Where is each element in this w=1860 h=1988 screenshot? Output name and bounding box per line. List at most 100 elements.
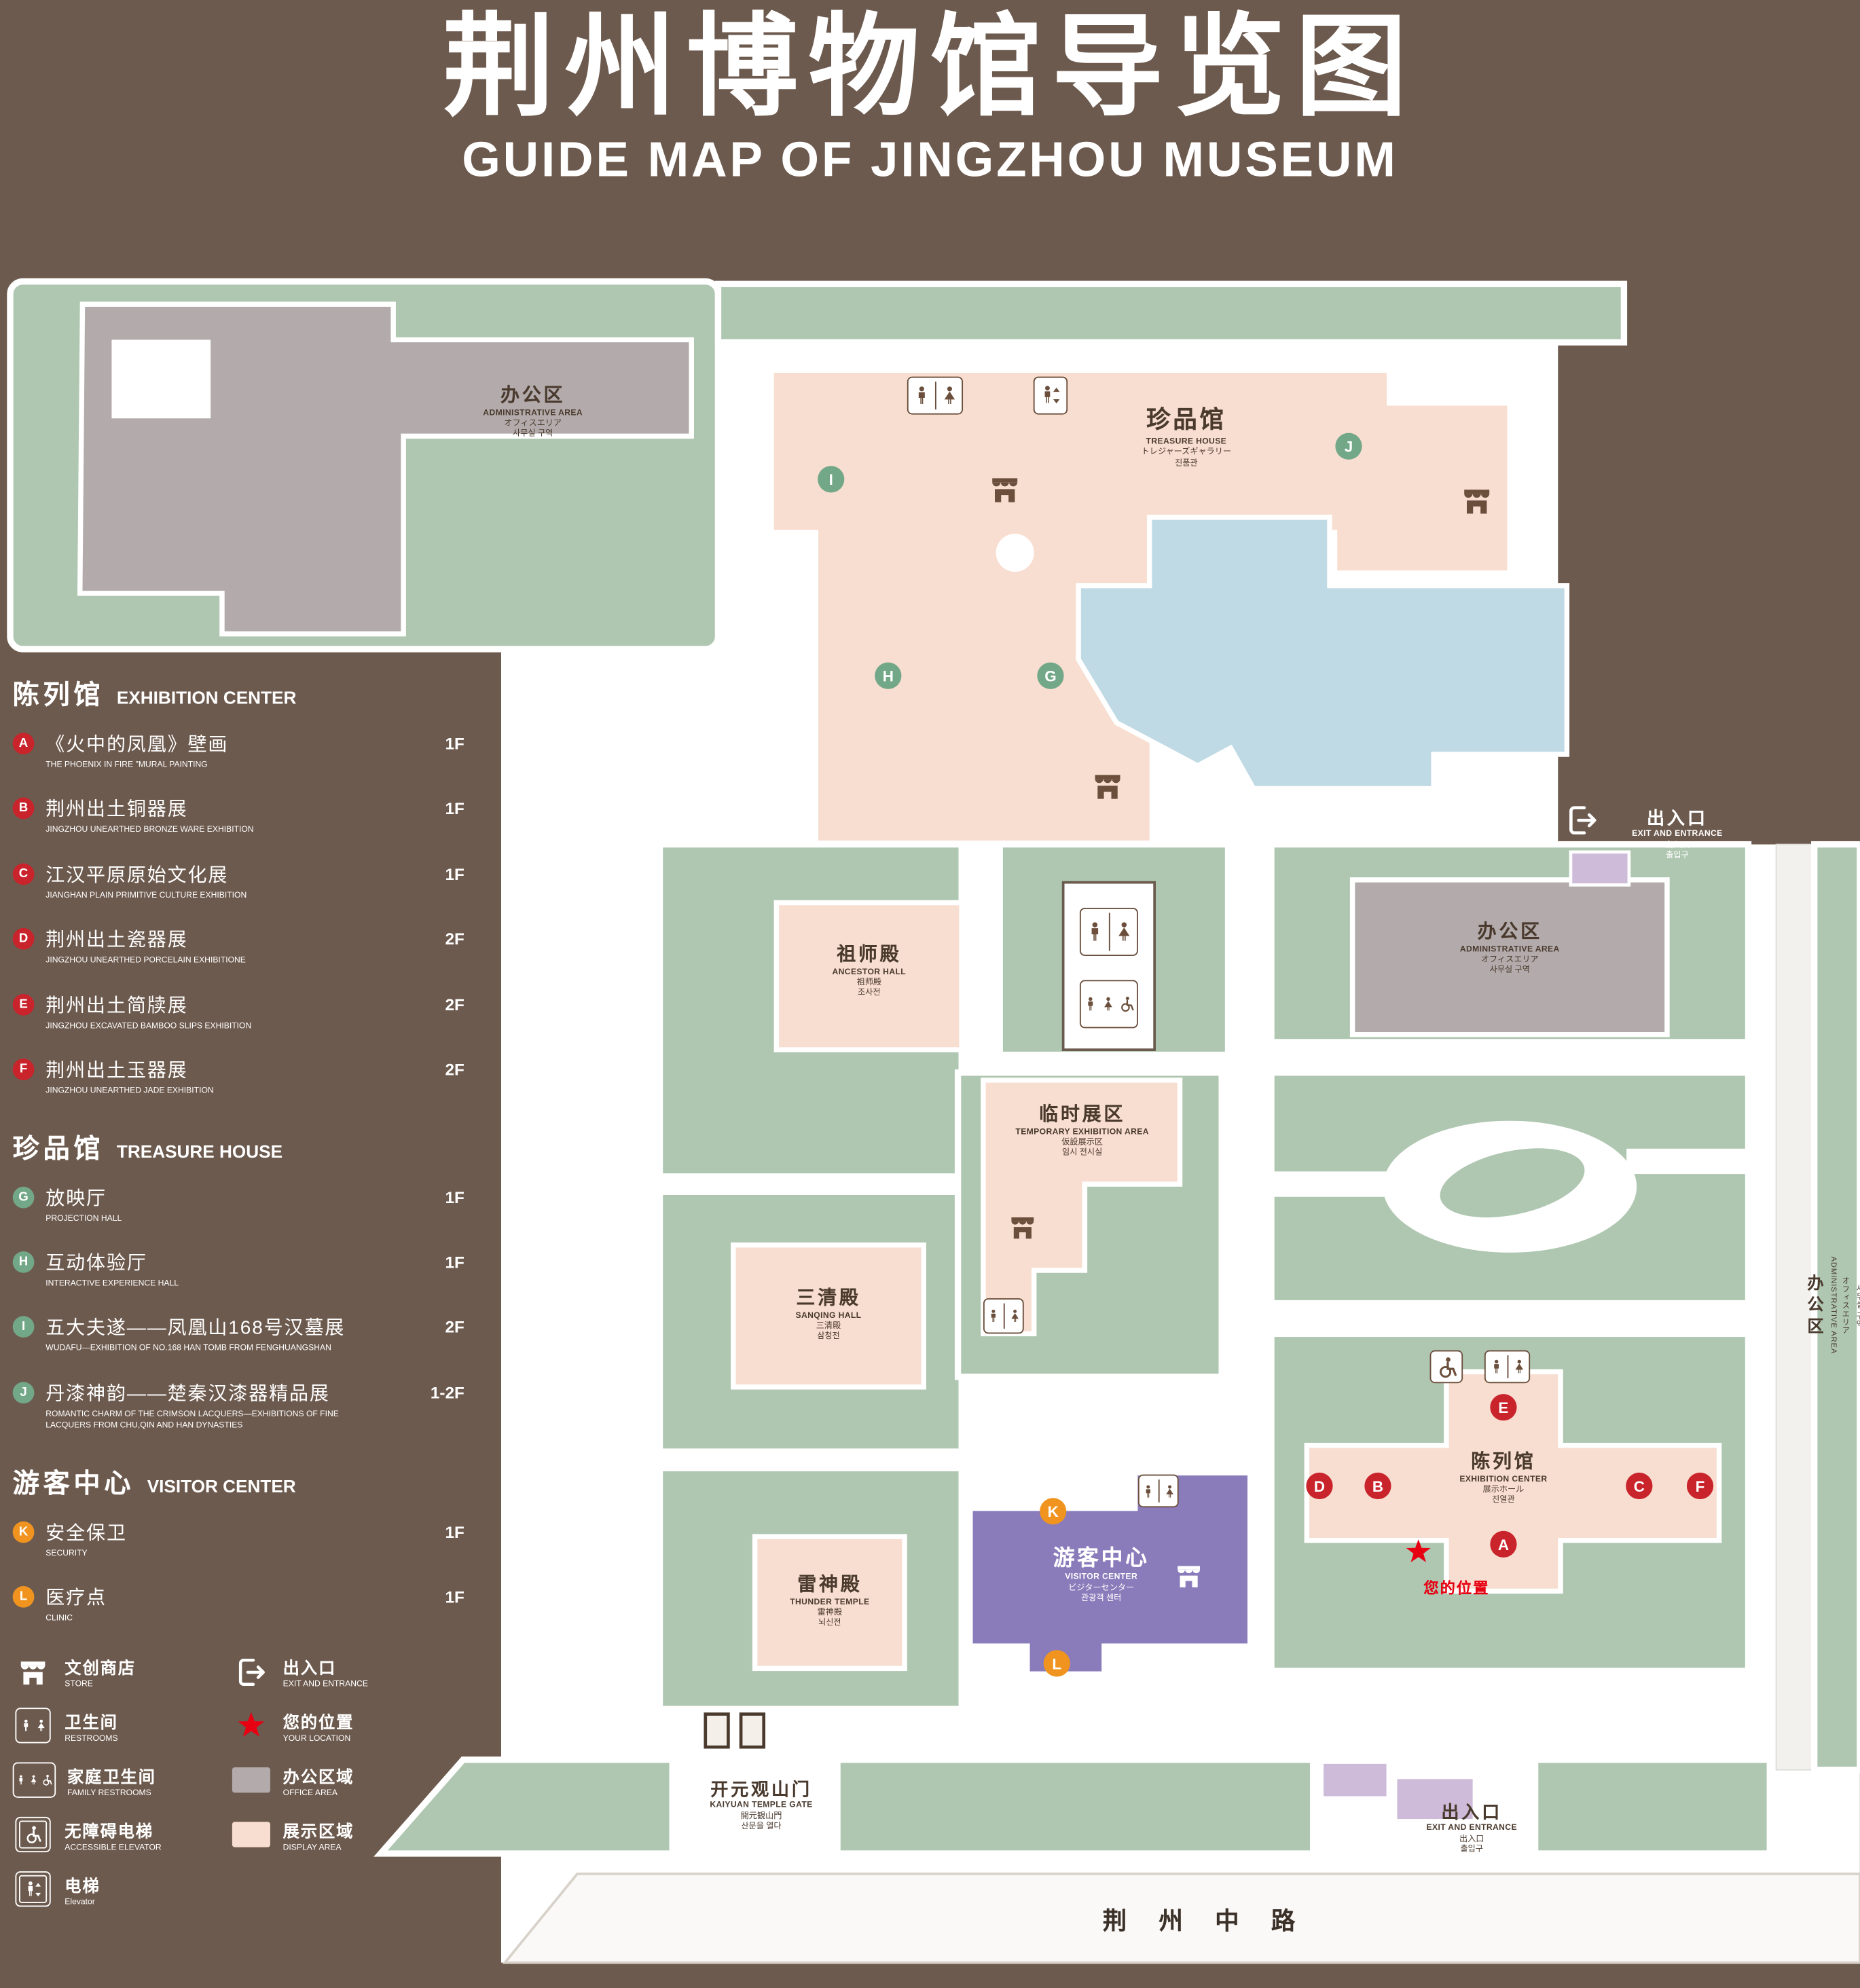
label-en: ADMINISTRATIVE AREA bbox=[483, 408, 583, 418]
exit-icon bbox=[1565, 803, 1599, 837]
map-marker-l[interactable]: L bbox=[1043, 1650, 1070, 1677]
map-marker-b[interactable]: B bbox=[1364, 1472, 1391, 1500]
item-en: CLINIC bbox=[45, 1614, 73, 1623]
symbol-zh: 办公区域 bbox=[282, 1767, 354, 1786]
legend-item-c[interactable]: C 江汉平原原始文化展 JIANGHAN PLAIN PRIMITIVE CUL… bbox=[12, 861, 500, 902]
section-title-zh: 陈列馆 bbox=[12, 680, 105, 710]
label-jp: 出入口 bbox=[1664, 840, 1690, 849]
legend-symbol-exit: 出入口 EXIT AND ENTRANCE bbox=[231, 1655, 500, 1689]
legend-item-a[interactable]: A 《火中的凤凰》壁画 THE PHOENIX IN FIRE "MURAL P… bbox=[12, 731, 500, 772]
label-kr: 출입구 bbox=[1460, 1845, 1483, 1854]
lawn-bottom-right bbox=[1531, 1756, 1773, 1857]
legend-item-l[interactable]: L 医疗点 CLINIC 1F bbox=[12, 1583, 500, 1625]
item-en: INTERACTIVE EXPERIENCE HALL bbox=[45, 1279, 179, 1289]
label-admin-top-left: 办公区 ADMINISTRATIVE AREA オフィスエリア 사무실 구역 bbox=[483, 384, 583, 441]
item-en: THE PHOENIX IN FIRE "MURAL PAINTING bbox=[45, 760, 208, 770]
family-restroom-icon bbox=[1079, 980, 1138, 1029]
legend-item-b[interactable]: B 荆州出土铜器展 JINGZHOU UNEARTHED BRONZE WARE… bbox=[12, 796, 500, 837]
marker-g: G bbox=[12, 1185, 35, 1208]
symbol-zh: 展示区域 bbox=[282, 1822, 354, 1841]
map-marker-a[interactable]: A bbox=[1490, 1530, 1517, 1558]
label-zh: 祖师殿 bbox=[837, 944, 902, 966]
map-marker-g[interactable]: G bbox=[1037, 662, 1064, 689]
legend-item-f[interactable]: F 荆州出土玉器展 JINGZHOU UNEARTHED JADE EXHIBI… bbox=[12, 1056, 500, 1098]
item-zh: 医疗点 bbox=[45, 1587, 107, 1609]
label-jp: オフィスエリア bbox=[1840, 1276, 1848, 1335]
item-zh: 五大夫遂——凤凰山168号汉墓展 bbox=[45, 1317, 346, 1340]
item-zh: 互动体验厅 bbox=[45, 1252, 147, 1274]
item-floor: 1F bbox=[445, 799, 464, 819]
symbol-zh: 无障碍电梯 bbox=[65, 1822, 154, 1841]
ancestor-hall-building bbox=[773, 900, 964, 1052]
item-zh: 荆州出土简牍展 bbox=[45, 995, 188, 1016]
symbol-zh: 文创商店 bbox=[65, 1659, 136, 1678]
section-title-zh: 游客中心 bbox=[12, 1469, 135, 1498]
label-admin-far-right: 办公区 ADMINISTRATIVE AREA オフィスエリア 사무실 구역 bbox=[1805, 887, 1860, 1724]
legend-item-i[interactable]: I 五大夫遂——凤凰山168号汉墓展 WUDAFU—EXHIBITION OF … bbox=[12, 1314, 500, 1355]
legend-item-g[interactable]: G 放映厅 PROJECTION HALL 1F bbox=[12, 1183, 500, 1225]
item-floor: 2F bbox=[445, 1317, 464, 1337]
restroom-icon bbox=[983, 1298, 1024, 1334]
label-jp: 展示ホール bbox=[1482, 1485, 1525, 1494]
marker-j: J bbox=[12, 1381, 35, 1403]
legend-item-d[interactable]: D 荆州出土瓷器展 JINGZHOU UNEARTHED PORCELAIN E… bbox=[12, 926, 500, 968]
store-icon bbox=[1091, 769, 1125, 803]
label-kr: 산문을 열다 bbox=[741, 1822, 782, 1831]
item-en: WUDAFU—EXHIBITION OF NO.168 HAN TOMB FRO… bbox=[45, 1344, 331, 1354]
label-zh: 办公区 bbox=[500, 384, 566, 407]
legend-item-j[interactable]: J 丹漆神韵——楚秦汉漆器精品展 ROMANTIC CHARM OF THE C… bbox=[12, 1379, 500, 1432]
legend-section-visitor-center: 游客中心 VISITOR CENTER bbox=[13, 1462, 500, 1501]
restroom-icon bbox=[1137, 1474, 1179, 1508]
display-area-swatch bbox=[232, 1822, 270, 1848]
lawn-bottom-mid bbox=[834, 1756, 1317, 1857]
item-en: JINGZHOU UNEARTHED JADE EXHIBITION bbox=[45, 1086, 214, 1096]
label-kr: 조사전 bbox=[858, 989, 881, 998]
symbol-zh: 出入口 bbox=[282, 1659, 337, 1678]
legend-item-k[interactable]: K 安全保卫 SECURITY 1F bbox=[12, 1518, 500, 1560]
legend-symbol-elevator: 电梯 Elevator bbox=[13, 1872, 231, 1908]
admin-building-top-left bbox=[77, 301, 694, 637]
marker-b: B bbox=[12, 798, 35, 820]
map-marker-c[interactable]: C bbox=[1626, 1472, 1653, 1500]
visitor-center-building bbox=[968, 1471, 1252, 1676]
map-marker-e[interactable]: E bbox=[1490, 1394, 1517, 1421]
item-floor: 2F bbox=[445, 995, 464, 1014]
label-kr: 사무실 구역 bbox=[1854, 1283, 1860, 1328]
label-en: ADMINISTRATIVE AREA bbox=[1459, 944, 1560, 954]
label-en: VISITOR CENTER bbox=[1065, 1572, 1138, 1582]
map-marker-h[interactable]: H bbox=[875, 662, 902, 689]
label-kr: 관광객 센터 bbox=[1081, 1594, 1122, 1603]
marker-k: K bbox=[12, 1521, 35, 1543]
east-side-path bbox=[1775, 843, 1812, 1771]
label-en: TREASURE HOUSE bbox=[1146, 437, 1227, 446]
item-floor: 1-2F bbox=[430, 1382, 464, 1402]
legend-symbol-store: 文创商店 STORE bbox=[13, 1655, 231, 1689]
map-marker-j[interactable]: J bbox=[1335, 432, 1362, 460]
road bbox=[502, 1873, 1860, 1964]
your-location-star[interactable] bbox=[1403, 1536, 1434, 1567]
label-exit-south: 出入口 EXIT AND ENTRANCE 出入口 출입구 bbox=[1427, 1801, 1517, 1856]
legend-panel: 陈列馆 EXHIBITION CENTER A 《火中的凤凰》壁画 THE PH… bbox=[12, 674, 500, 1908]
section-title-en: EXHIBITION CENTER bbox=[116, 687, 297, 707]
symbol-en: FAMILY RESTROOMS bbox=[67, 1788, 151, 1798]
map-marker-d[interactable]: D bbox=[1306, 1472, 1333, 1500]
label-kr: 뇌신전 bbox=[818, 1619, 841, 1628]
legend-item-e[interactable]: E 荆州出土简牍展 JINGZHOU EXCAVATED BAMBOO SLIP… bbox=[12, 991, 500, 1033]
symbol-en: STORE bbox=[65, 1680, 93, 1690]
round-plaza bbox=[996, 534, 1034, 572]
label-jp: 雷神殿 bbox=[817, 1608, 843, 1617]
legend-symbol-restroom: 卫生间 RESTROOMS bbox=[13, 1708, 231, 1744]
item-en: JIANGHAN PLAIN PRIMITIVE CULTURE EXHIBIT… bbox=[45, 891, 247, 900]
map-marker-f[interactable]: F bbox=[1686, 1472, 1714, 1500]
gate-icon bbox=[704, 1712, 730, 1749]
item-floor: 2F bbox=[445, 929, 464, 949]
label-zh: 出入口 bbox=[1441, 1801, 1503, 1822]
legend-symbols: 文创商店 STORE 出入口 EXIT AND ENTRANCE 卫生间 RES… bbox=[12, 1655, 500, 1908]
map-marker-k[interactable]: K bbox=[1040, 1498, 1067, 1525]
legend-symbol-office-area: 办公区域 OFFICE AREA bbox=[231, 1763, 500, 1798]
pond bbox=[1076, 515, 1570, 792]
label-kr: 삼청전 bbox=[817, 1332, 840, 1342]
legend-item-h[interactable]: H 互动体验厅 INTERACTIVE EXPERIENCE HALL 1F bbox=[12, 1249, 500, 1290]
map-marker-i[interactable]: I bbox=[818, 466, 845, 493]
